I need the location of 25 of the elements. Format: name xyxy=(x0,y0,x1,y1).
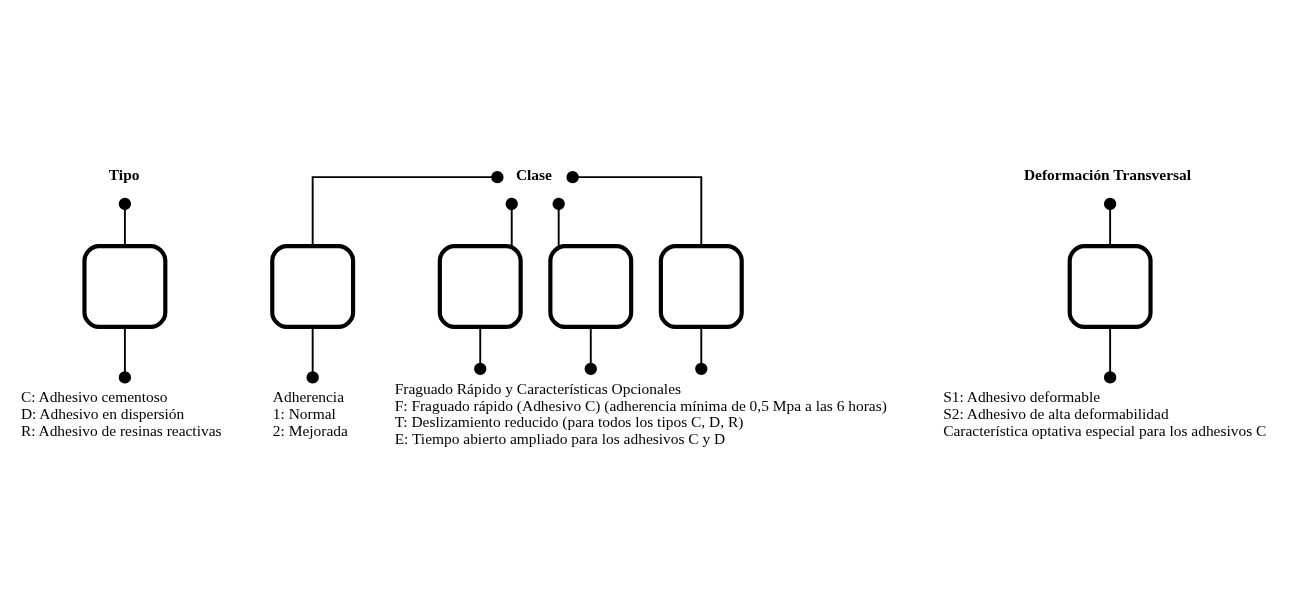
connector xyxy=(118,197,132,247)
connector xyxy=(1103,326,1117,384)
connector xyxy=(695,326,708,375)
connector xyxy=(306,326,319,384)
connector xyxy=(552,197,565,247)
node-text: Fraguado Rápido y Características Opcionales F: Fraguado rápido (Adhesivo C) (adherencia mínima de 0,5 Mpa a las 6 horas) T: Deslizamiento reducido (para todos los tipos C, D, R) E: Tiempo abierto ampliado para los adhesivos C y D xyxy=(394,379,887,447)
connector xyxy=(584,326,597,375)
connector xyxy=(1103,197,1117,247)
node-box xyxy=(82,244,168,329)
node-text: Adherencia 1: Normal 2: Mejorada xyxy=(272,388,348,439)
connector xyxy=(566,170,703,247)
node-text: S1: Adhesivo deformable S2: Adhesivo de alta deformabilidad Característica optativa especial para los adhesivos C xyxy=(943,388,1267,439)
node-text: Deformación Transversal xyxy=(1023,166,1192,183)
connector xyxy=(311,170,504,247)
node-text: C: Adhesivo cementoso D: Adhesivo en dispersión R: Adhesivo de resinas reactivas xyxy=(20,388,222,439)
connector xyxy=(474,326,487,375)
node-box xyxy=(1067,244,1153,329)
node-text: Tipo xyxy=(108,166,140,183)
node-box xyxy=(270,244,356,329)
node-text: Clase xyxy=(515,166,552,183)
node-box xyxy=(658,244,744,329)
node-box xyxy=(437,244,523,329)
connector xyxy=(505,197,518,247)
connector xyxy=(118,326,132,384)
node-box xyxy=(548,244,634,329)
